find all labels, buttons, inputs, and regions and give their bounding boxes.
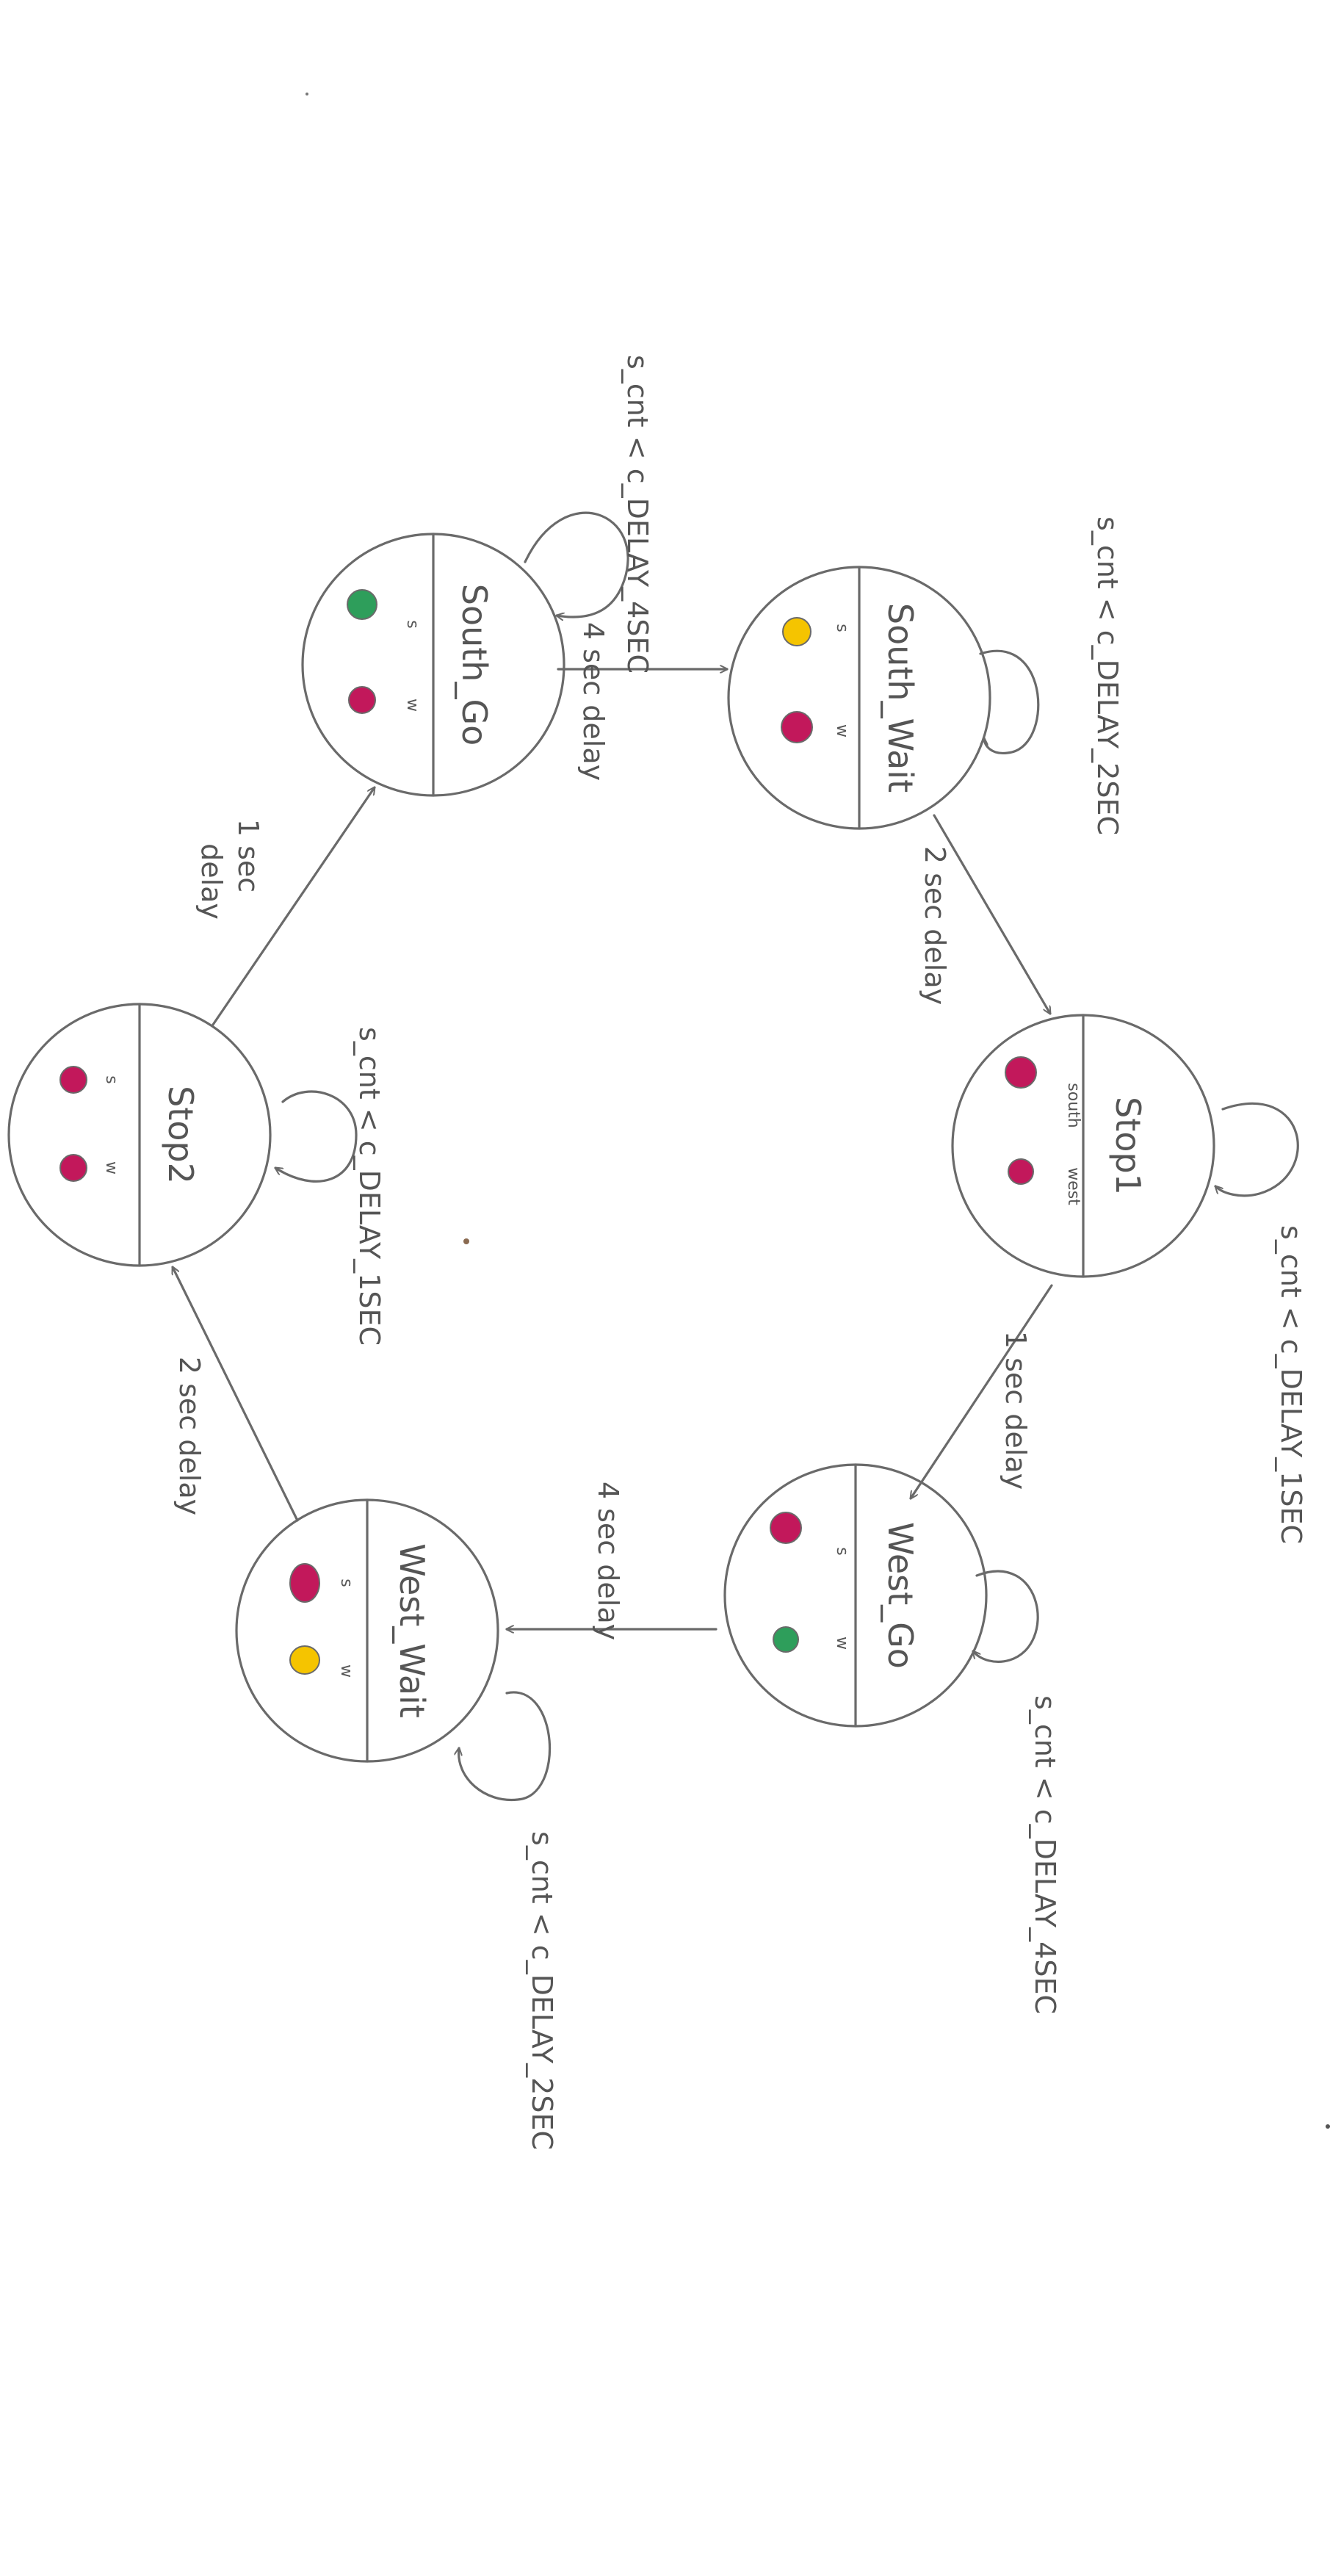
self-loop-stop2 [275,1090,358,1183]
arrow-south-wait-to-stop1 [933,814,1050,1014]
self-loop-stop1 [1215,1103,1299,1197]
west-light [59,1154,87,1182]
loop-label-west-wait: s_cnt < c_DELAY_2SEC [526,1831,558,2150]
south-light [59,1066,87,1094]
light-label-s: s [337,1579,355,1587]
west-light [773,1626,799,1653]
self-loop-south-go [524,511,629,617]
west-light [289,1645,320,1675]
self-loop-west-wait [459,1691,552,1802]
light-label-s: south [1064,1083,1082,1128]
light-label-w: w [833,1637,851,1650]
transition-label-stop2-to-south-go-line2: delay [195,843,228,920]
state-name: South_Go [455,584,494,746]
self-loop-south-wait [979,649,1040,755]
state-stop1: Stop1 south west [951,1014,1215,1278]
self-loop-west-go [973,1570,1039,1663]
state-west-go: West_Go s w [723,1463,988,1728]
transition-label-stop1-to-west-go: 1 sec delay [1000,1331,1032,1490]
light-label-s: s [833,1547,851,1555]
state-name: South_Wait [881,603,920,793]
transition-label-stop2-to-south-go-line1: 1 sec [232,819,264,892]
west-light [781,711,813,743]
arrow-west-wait-to-stop2 [171,1267,299,1522]
state-stop2: Stop2 s w [7,1003,272,1267]
arrow-stop2-to-south-go [212,787,375,1026]
west-light [348,686,376,714]
loop-label-stop1: s_cnt < c_DELAY_1SEC [1275,1225,1307,1544]
loop-label-south-wait: s_cnt < c_DELAY_2SEC [1091,516,1124,835]
stray-mark [463,1238,469,1244]
light-label-w: w [833,724,851,737]
arrow-stop1-to-west-go [911,1284,1053,1498]
light-label-s: s [102,1075,120,1083]
light-label-s: s [833,624,851,632]
south-light [1005,1056,1037,1089]
state-west-wait: West_Wait s w [235,1498,499,1763]
south-light [347,589,377,620]
west-light [1008,1158,1034,1185]
light-label-w: w [337,1664,355,1678]
loop-label-stop2: s_cnt < c_DELAY_1SEC [353,1027,386,1346]
south-light [770,1512,802,1544]
south-light [782,617,812,646]
light-label-w: w [102,1161,120,1175]
light-label-w: west [1064,1167,1082,1205]
state-south-wait: South_Wait s w [727,566,991,830]
state-name: Stop2 [161,1086,200,1184]
state-name: Stop1 [1108,1097,1148,1195]
stray-mark [1326,2124,1330,2129]
light-label-w: w [403,699,422,712]
loop-label-south-go: s_cnt < c_DELAY_4SEC [621,355,654,674]
state-south-go: South_Go s w [301,533,565,797]
transition-label-south-wait-to-stop1: 2 sec delay [919,846,951,1005]
loop-label-west-go: s_cnt < c_DELAY_4SEC [1029,1695,1061,2014]
state-name: West_Wait [392,1543,432,1718]
stray-mark [306,93,308,95]
south-light [289,1563,320,1603]
state-name: West_Go [881,1522,920,1669]
transition-label-west-go-to-west-wait: 4 sec delay [592,1482,624,1640]
light-label-s: s [403,620,422,628]
transition-label-west-wait-to-stop2: 2 sec delay [173,1357,206,1515]
transition-label-south-go-to-south-wait: 4 sec delay [577,622,610,781]
